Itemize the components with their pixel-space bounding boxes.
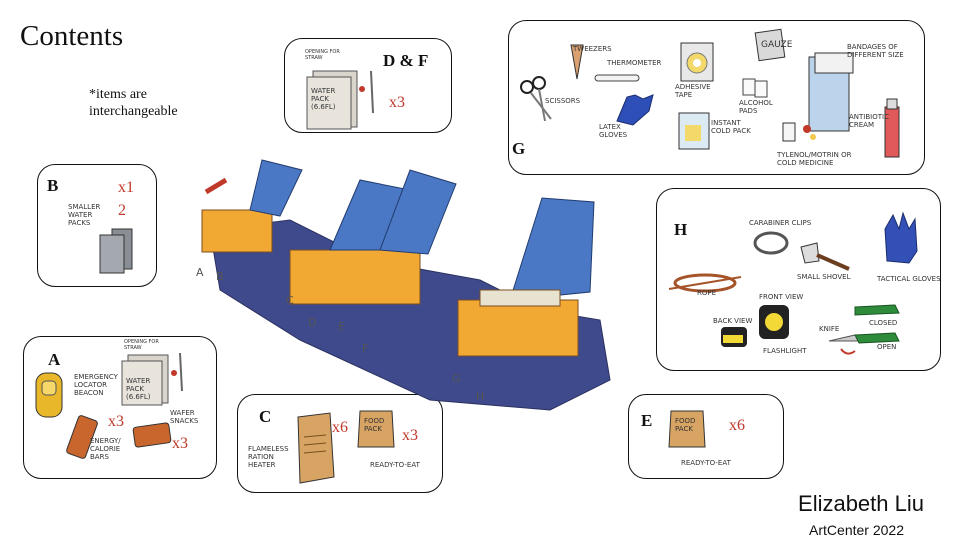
compartment-c: C [286,294,294,307]
wafer-snack-illustration [132,422,172,448]
carabiner-icon [753,231,789,255]
quantity-label: x1 [118,179,134,196]
adhesive-tape-icon [680,42,714,82]
compartment-labels: A B C D E F G H [196,266,484,403]
food-pack-label: FOOD PACK [675,417,696,433]
tylenol-label: TYLENOL/MOTRIN OR COLD MEDICINE [777,151,852,167]
cold-pack-icon [678,112,710,150]
card-g: G SCISSORS TWEEZERS THERMOMETER LATEX GL… [508,20,925,175]
water-pack-illustration [121,352,183,406]
water-pack-illustration [306,70,374,130]
food-pack-label: FOOD PACK [364,417,385,433]
ration-heater-illustration [297,412,335,484]
compartment-b: B [216,270,224,283]
small-shovel-icon [800,242,850,271]
water-pack-label: WATER PACK (6.6fl) [311,87,336,111]
latex-gloves-label: LATEX GLOVES [599,123,628,139]
beacon-label: EMERGENCY LOCATOR BEACON [74,373,118,397]
school-year: ArtCenter 2022 [809,522,904,538]
knife-icon [828,304,900,355]
bandages-box-icon [808,52,854,132]
card-e: E FOOD PACK x6 READY-TO-EAT [628,394,784,479]
card-c: C FLAMELESS RATION HEATER x6 FOOD PACK x… [237,394,443,493]
flashlight-label: FLASHLIGHT [763,347,807,355]
food-pack-illustration [357,410,395,448]
quantity-label: x3 [389,94,405,111]
bandages-label: BANDAGES OF DIFFERENT SIZE [847,43,904,59]
opening-label: OPENING FOR STRAW [124,339,159,351]
beacon-illustration [35,372,63,418]
tweezers-icon [570,44,584,80]
gauze-label: GAUZE [761,40,793,50]
antibiotic-cream-label: ANTIBIOTIC CREAM [849,113,889,129]
carabiner-label: CARABINER CLIPS [749,219,812,227]
author-name: Elizabeth Liu [798,491,924,516]
card-letter: E [641,411,653,430]
medicine-bottle-icon [782,122,816,142]
energy-bar-illustration [66,415,98,459]
quantity-label-2: x3 [402,427,418,444]
opening-label: OPENING FOR STRAW [305,49,340,61]
ready-to-eat-label: READY-TO-EAT [681,459,731,467]
scissors-icon [520,76,552,122]
card-letter: C [259,407,272,426]
card-d-f: OPENING FOR STRAW WATER PACK (6.6fl) D &… [284,38,452,133]
card-letter: D & F [383,51,429,70]
closed-label: CLOSED [869,319,898,327]
card-h: H CARABINER CLIPS SMALL SHOVEL TACTICAL … [656,188,941,371]
card-b: B x1 2 SMALLER WATER PACKS [37,164,157,287]
compartment-g: G [452,372,461,385]
ready-to-eat-label: READY-TO-EAT [370,461,420,469]
quantity-label: x3 [108,413,124,430]
tweezers-label: TWEEZERS [573,45,612,53]
front-view-label: FRONT VIEW [759,293,804,301]
quantity-label-2: x3 [172,435,188,452]
small-shovel-label: SMALL SHOVEL [797,273,851,281]
quantity-label: x6 [729,417,745,434]
compartment-e: E [338,320,345,333]
adhesive-tape-label: ADHESIVE TAPE [675,83,711,99]
smaller-water-label: SMALLER WATER PACKS [68,203,101,227]
energy-bars-label: ENERGY/ CALORIE BARS [90,437,121,461]
alcohol-pads-icon [742,78,768,98]
food-pack-illustration [668,410,706,448]
card-a: A EMERGENCY LOCATOR BEACON OPENING FOR S… [23,336,217,479]
latex-gloves-icon [616,94,654,126]
compartment-f: F [362,342,368,355]
card-letter: B [47,176,59,195]
cold-pack-label: INSTANT COLD PACK [711,119,751,135]
open-label: OPEN [877,343,897,351]
rope-icon [668,273,742,293]
tactical-gloves-icon [884,211,918,264]
page-title: Contents [20,20,124,52]
rope-label: ROPE [697,289,717,297]
quantity-label: x6 [332,419,348,436]
antibiotic-cream-icon [884,98,900,158]
compartment-a: A [196,266,204,279]
compartment-d: D [308,316,316,329]
card-letter: H [674,220,688,239]
gauze-icon [754,28,786,62]
card-letter: G [512,139,526,158]
thermometer-icon [594,74,640,82]
knife-label: KNIFE [819,325,840,333]
interchangeable-note: *items are interchangeable [89,87,178,119]
flashlight-icon [721,305,789,347]
wafer-snacks-label: WAFER SNACKS [170,409,199,425]
alcohol-pads-label: ALCOHOL PADS [739,99,773,115]
card-letter: A [48,350,61,369]
quantity-label-2: 2 [118,202,126,219]
kit-illustration [201,159,611,411]
thermometer-label: THERMOMETER [607,59,662,67]
tactical-gloves-label: TACTICAL GLOVES [877,275,941,283]
compartment-h: H [476,390,484,403]
scissors-label: SCISSORS [545,97,581,105]
small-water-packs-illustration [99,228,133,274]
water-pack-label: WATER PACK (6.6fl) [126,377,151,401]
back-view-label: BACK VIEW [713,317,753,325]
heater-label: FLAMELESS RATION HEATER [248,445,289,469]
